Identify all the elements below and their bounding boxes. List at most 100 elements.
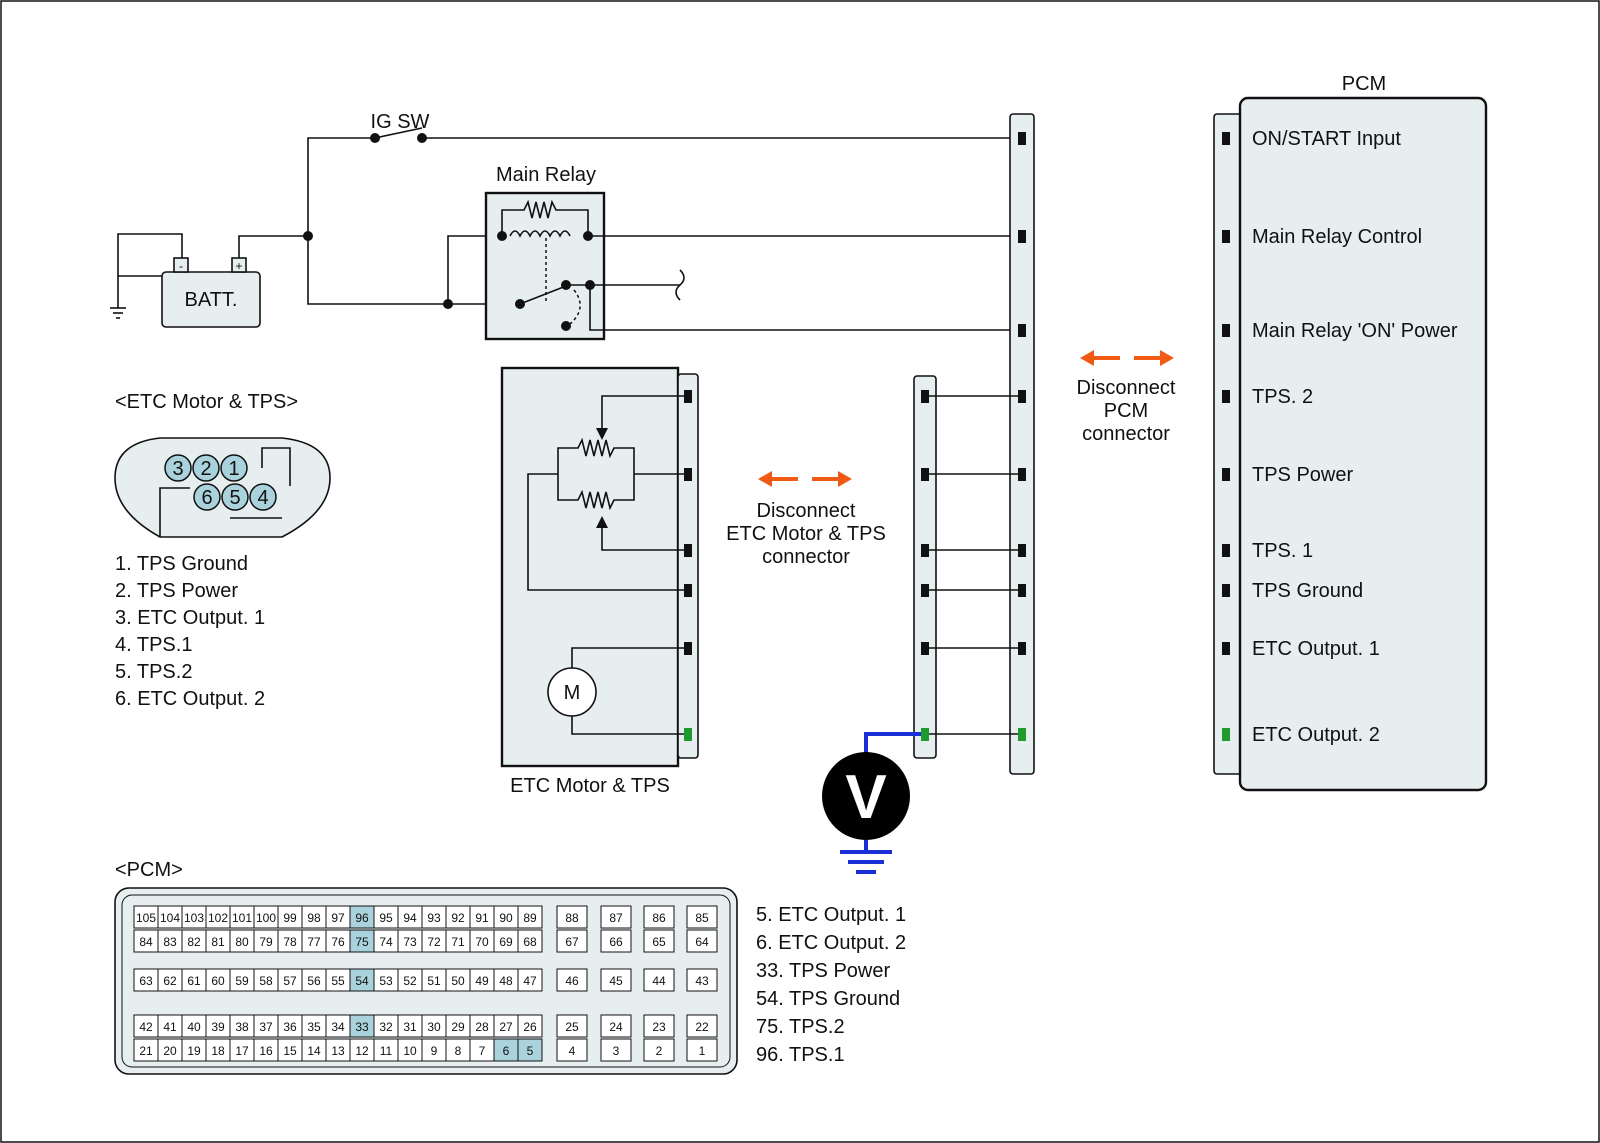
pcm-pin-number: 32 bbox=[379, 1020, 393, 1034]
disconnect-etc-line1: Disconnect bbox=[757, 500, 856, 522]
pcm-pin-cell bbox=[517, 1014, 543, 1038]
pcm-terminal-pin bbox=[1222, 230, 1230, 243]
etc-legend-item: 1. TPS Ground bbox=[115, 553, 248, 575]
etc-pin-number: 1 bbox=[228, 458, 239, 480]
pcm-terminal-pin bbox=[1222, 728, 1230, 741]
pcm-pin-number: 21 bbox=[139, 1044, 153, 1058]
pcm-pin-number: 77 bbox=[307, 935, 321, 949]
pcm-terminal-label: TPS. 2 bbox=[1252, 386, 1313, 408]
pcm-pin-cell bbox=[686, 1038, 718, 1062]
disconnect-pcm-line1: Disconnect bbox=[1077, 377, 1176, 399]
pcm-pin-number: 103 bbox=[184, 911, 204, 925]
pcm-pin-number: 10 bbox=[403, 1044, 417, 1058]
pcm-terminal-label: ON/START Input bbox=[1252, 128, 1401, 150]
pcm-pin-number: 95 bbox=[379, 911, 393, 925]
pcm-terminal-label: Main Relay 'ON' Power bbox=[1252, 320, 1458, 342]
etc-pin-number: 2 bbox=[200, 458, 211, 480]
pcm-pin-number: 67 bbox=[565, 935, 579, 949]
pcm-pin-number: 14 bbox=[307, 1044, 321, 1058]
pcm-pin-cell bbox=[556, 1014, 588, 1038]
pcm-pin-number: 93 bbox=[427, 911, 441, 925]
pcm-pin-number: 82 bbox=[187, 935, 201, 949]
pcm-pin-number: 46 bbox=[565, 974, 579, 988]
pcm-pin-number: 12 bbox=[355, 1044, 369, 1058]
pcm-pin-number: 47 bbox=[523, 974, 537, 988]
pcm-pin-number: 50 bbox=[451, 974, 465, 988]
pcm-pin-cell bbox=[600, 1038, 632, 1062]
disconnect-pcm-line3: connector bbox=[1082, 423, 1170, 445]
etc-connector-title: <ETC Motor & TPS> bbox=[115, 391, 298, 413]
pcm-pin-legend: 5. ETC Output. 16. ETC Output. 233. TPS … bbox=[756, 904, 906, 1066]
pcm-pin-number: 102 bbox=[208, 911, 228, 925]
pcm-pin-cell bbox=[643, 968, 675, 992]
pcm-pin-number: 9 bbox=[431, 1044, 438, 1058]
etc-pin bbox=[164, 454, 192, 482]
etc-legend-item: 2. TPS Power bbox=[115, 580, 238, 602]
pcm-pin-number: 2 bbox=[656, 1044, 663, 1058]
pcm-pin-cell bbox=[600, 905, 632, 929]
pcm-pin-number: 73 bbox=[403, 935, 417, 949]
pcm-pin-number: 84 bbox=[139, 935, 153, 949]
pcm-pin-cell bbox=[600, 968, 632, 992]
pcm-pin-number: 55 bbox=[331, 974, 345, 988]
pcm-pin-number: 51 bbox=[427, 974, 441, 988]
pcm-pin-number: 18 bbox=[211, 1044, 225, 1058]
pcm-pin-number: 40 bbox=[187, 1020, 201, 1034]
pcm-pin-number: 85 bbox=[695, 911, 709, 925]
etc-pin bbox=[193, 483, 221, 511]
pcm-pin-number: 54 bbox=[355, 974, 369, 988]
pcm-terminal-pin bbox=[1222, 324, 1230, 337]
ig-sw-label: IG SW bbox=[371, 111, 430, 133]
pcm-pin-number: 8 bbox=[455, 1044, 462, 1058]
pcm-pin-number: 6 bbox=[503, 1044, 510, 1058]
pcm-pin-number: 105 bbox=[136, 911, 156, 925]
pcm-pin-number: 36 bbox=[283, 1020, 297, 1034]
pcm-pin-number: 23 bbox=[652, 1020, 666, 1034]
etc-legend-item: 6. ETC Output. 2 bbox=[115, 688, 265, 710]
pcm-label: PCM bbox=[1342, 73, 1386, 95]
pcm-terminal-label: ETC Output. 2 bbox=[1252, 724, 1380, 746]
pcm-pin-number: 56 bbox=[307, 974, 321, 988]
etc-pin-number: 3 bbox=[172, 458, 183, 480]
etc-pin-number: 6 bbox=[201, 487, 212, 509]
harness-wiring bbox=[913, 113, 1035, 775]
pcm-pin-number: 35 bbox=[307, 1020, 321, 1034]
pcm-pin-cell bbox=[556, 929, 588, 953]
etc-component-label: ETC Motor & TPS bbox=[510, 775, 670, 797]
etc-pin bbox=[192, 454, 220, 482]
pcm-pin-cell bbox=[556, 1038, 588, 1062]
pcm-pin-number: 49 bbox=[475, 974, 489, 988]
pcm-pin-number: 57 bbox=[283, 974, 297, 988]
pcm-pin-number: 104 bbox=[160, 911, 180, 925]
pcm-pin-number: 78 bbox=[283, 935, 297, 949]
etc-motor-tps: M ETC Motor & TPS bbox=[500, 366, 699, 797]
pcm-pin-number: 11 bbox=[380, 1044, 393, 1058]
pcm-pin-number: 90 bbox=[499, 911, 513, 925]
pcm-pin-number: 63 bbox=[139, 974, 153, 988]
pcm-pin-cell bbox=[600, 929, 632, 953]
pcm-pin-cell bbox=[686, 1014, 718, 1038]
pcm-pin-number: 45 bbox=[609, 974, 623, 988]
pcm-terminal-pin bbox=[1222, 132, 1230, 145]
pcm-legend-item: 6. ETC Output. 2 bbox=[756, 932, 906, 954]
motor-label: M bbox=[564, 682, 581, 704]
pcm-pin-number: 41 bbox=[163, 1020, 177, 1034]
batt-minus-label: - bbox=[179, 259, 183, 273]
pcm-pin-number: 101 bbox=[232, 911, 252, 925]
pcm-pin-number: 62 bbox=[163, 974, 177, 988]
pcm-pin-number: 68 bbox=[523, 935, 537, 949]
pcm-pin-number: 28 bbox=[475, 1020, 489, 1034]
pcm-pin-number: 15 bbox=[283, 1044, 297, 1058]
pcm-pin-number: 72 bbox=[427, 935, 441, 949]
pcm-pin-number: 48 bbox=[499, 974, 513, 988]
pcm-pin-number: 20 bbox=[163, 1044, 177, 1058]
pcm-pin-number: 89 bbox=[523, 911, 537, 925]
etc-pin-number: 5 bbox=[229, 487, 240, 509]
pcm-pin-number: 79 bbox=[259, 935, 273, 949]
pcm-pin-number: 74 bbox=[379, 935, 393, 949]
pcm-pin-number: 69 bbox=[499, 935, 513, 949]
pcm-pin-number: 43 bbox=[695, 974, 709, 988]
pcm-terminal-label: ETC Output. 1 bbox=[1252, 638, 1380, 660]
